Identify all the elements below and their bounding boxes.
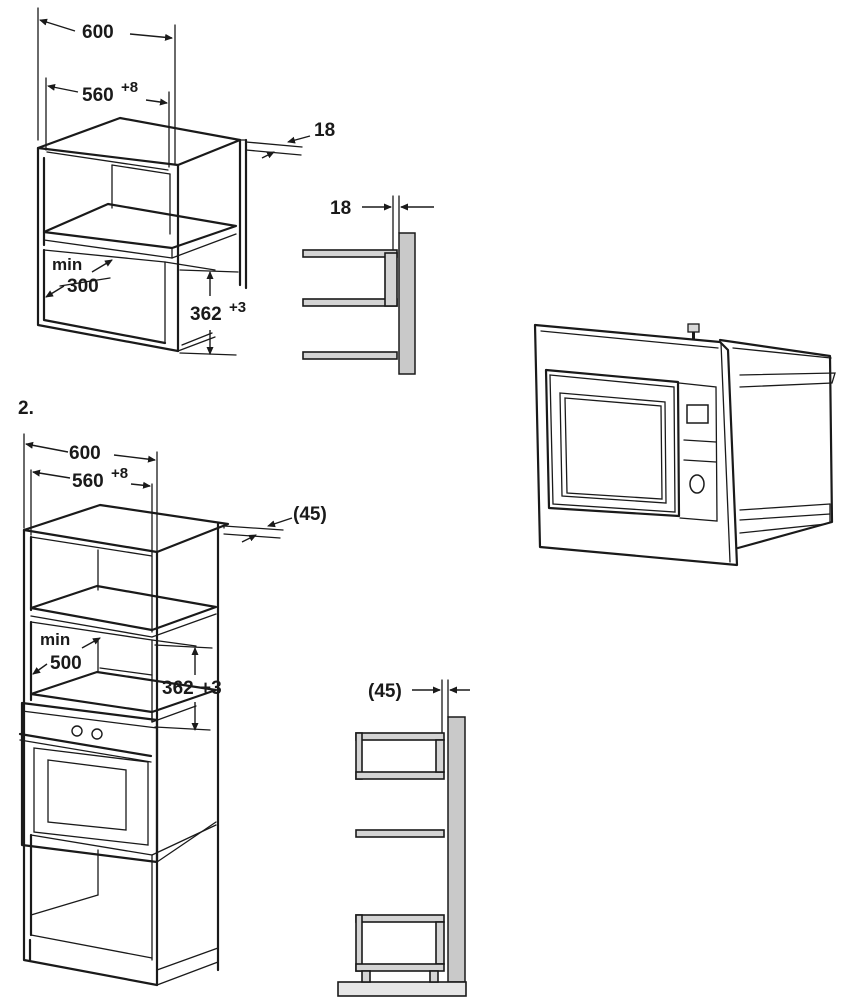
section-label: 2. xyxy=(18,398,34,419)
cabinet-top-left xyxy=(36,116,248,353)
dim-inner-width-label-2: 560 xyxy=(72,471,104,492)
dim-thickness-label: 18 xyxy=(314,120,335,141)
side-view-bottom: (45) xyxy=(337,679,470,997)
microwave-illustration xyxy=(533,323,836,567)
dim-min-label: min xyxy=(52,255,82,274)
dim-depth-label: 300 xyxy=(67,276,99,297)
side-view-top: 18 xyxy=(302,195,434,375)
dim-height-label: 362 xyxy=(190,304,222,325)
dim-inner-width-tol-2: +8 xyxy=(111,465,128,482)
dim-inner-width-label: 560 xyxy=(82,85,114,106)
dim-height-tol-2: +3 xyxy=(200,678,222,699)
dims-top-left: 600 560 +8 18 min 300 362 +3 xyxy=(37,7,335,356)
dim-inner-width-tol: +8 xyxy=(121,79,138,96)
dim-height-label-2: 362 xyxy=(162,678,194,699)
dim-width-label: 600 xyxy=(82,22,114,43)
dim-min-label-2: min xyxy=(40,630,70,649)
dim-width-label-2: 600 xyxy=(69,443,101,464)
dim-thickness-label-2: (45) xyxy=(293,504,327,525)
cabinet-bottom-left xyxy=(18,503,230,987)
dims-bottom-left: 600 560 +8 (45) min 500 362 +3 xyxy=(23,433,327,731)
dim-height-tol: +3 xyxy=(229,299,246,316)
dim-depth-label-2: 500 xyxy=(50,653,82,674)
dim-side-thickness-label: 18 xyxy=(330,198,351,219)
dim-side-thickness-label-2: (45) xyxy=(368,681,402,702)
